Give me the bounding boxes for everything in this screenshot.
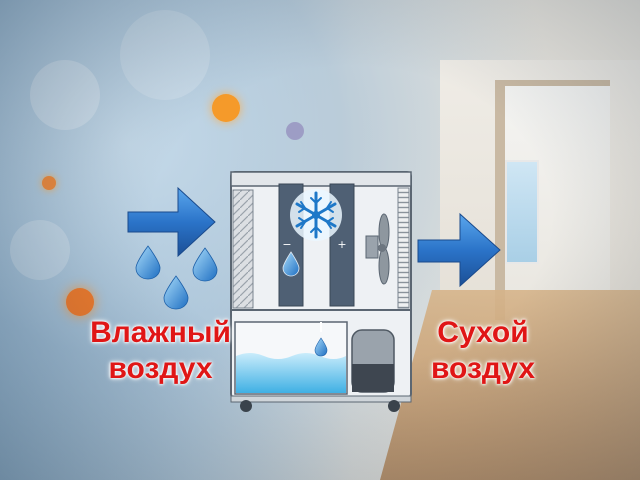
air-vent bbox=[397, 187, 410, 309]
bokeh-light bbox=[286, 122, 304, 140]
water-drop-icon bbox=[163, 275, 189, 310]
tank-water bbox=[236, 353, 346, 393]
bokeh-light bbox=[10, 220, 70, 280]
bokeh-light bbox=[66, 288, 94, 316]
water-drop-icon bbox=[314, 337, 328, 357]
water-drop-icon bbox=[135, 245, 161, 280]
fan-icon bbox=[365, 213, 390, 285]
snowflake-icon bbox=[290, 189, 342, 241]
wheel bbox=[388, 400, 400, 412]
room-window bbox=[505, 160, 539, 264]
minus-sign: − bbox=[282, 238, 291, 251]
dry-air-label-line1: Сухой bbox=[437, 316, 529, 349]
wet-air-label-line2: воздух bbox=[108, 352, 213, 385]
water-drop-icon bbox=[282, 251, 300, 277]
water-drop-icon bbox=[192, 247, 218, 282]
bokeh-light bbox=[30, 60, 100, 130]
room-floor bbox=[380, 290, 640, 480]
air-filter bbox=[232, 189, 254, 309]
wet-air-label-line1: Влажный bbox=[90, 316, 231, 349]
bokeh-light bbox=[212, 94, 240, 122]
bokeh-light bbox=[42, 176, 56, 190]
plus-sign: + bbox=[337, 238, 346, 251]
dehumidifier-unit bbox=[230, 171, 412, 412]
dry-air-label-line2: воздух bbox=[430, 352, 536, 385]
wheel bbox=[240, 400, 252, 412]
bokeh-light bbox=[120, 10, 210, 100]
inlet-arrow-icon bbox=[127, 186, 216, 258]
outlet-arrow-icon bbox=[417, 212, 501, 288]
